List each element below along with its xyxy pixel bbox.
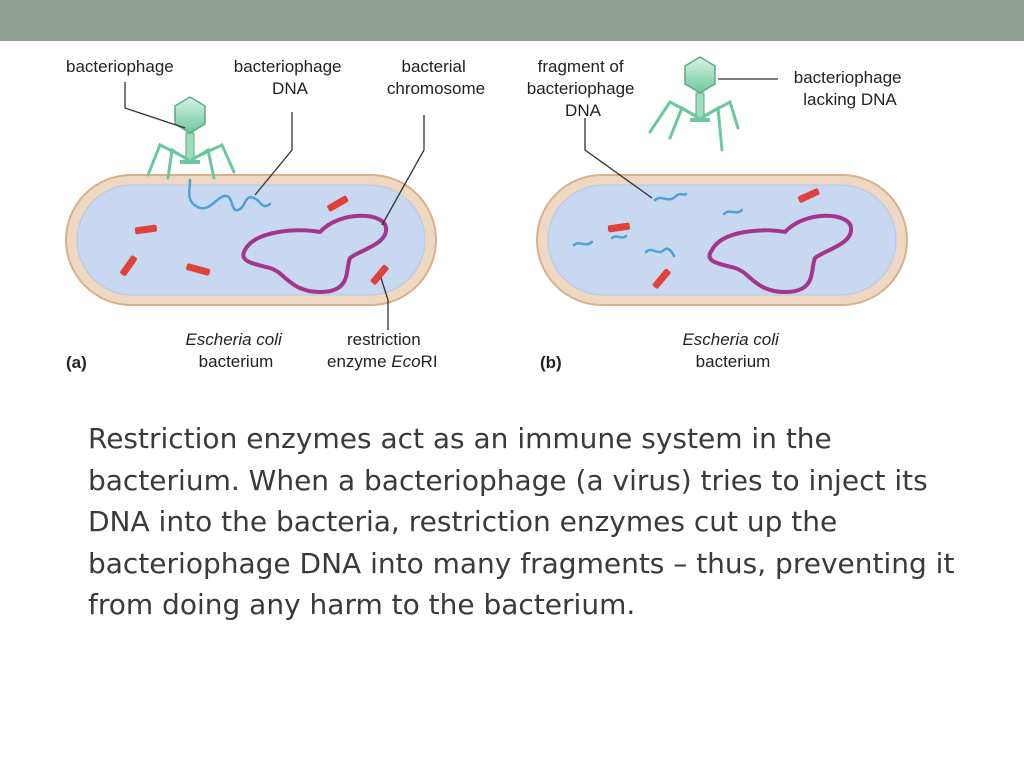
restriction-enzyme-diagram: bacteriophage bacteriophage DNA bacteria… [65,56,908,372]
label-escheria-coli-b: Escheria coli bacterium [682,330,783,371]
panel-b: fragment of bacteriophage DNA bacterioph… [527,56,908,372]
bacterial-chromosome-a [241,213,388,294]
bacterial-chromosome-b [707,213,853,294]
label-bacteriophage-a: bacteriophage [66,57,174,76]
caption-paragraph: Restriction enzymes act as an immune sys… [88,422,955,621]
label-bacteriophage-lacking-dna: bacteriophage lacking DNA [794,68,907,109]
panel-letter-a: (a) [66,353,87,372]
bacteriophage-dna-fragments [572,192,744,258]
label-bacterial-chromosome: bacterial chromosome [387,57,485,98]
bacteriophage-dna-a [188,178,272,212]
restriction-enzymes-b [607,188,820,289]
label-fragment-of-dna: fragment of bacteriophage DNA [527,57,640,120]
bacteriophage-lacking-dna [648,56,740,152]
restriction-enzymes-a [120,195,389,285]
panel-letter-b: (b) [540,353,562,372]
bacteriophage-a [146,96,236,180]
label-escheria-coli-a: Escheria coli bacterium [185,330,286,371]
header-bar [0,0,1024,41]
label-restriction-enzyme: restriction enzyme EcoRI [327,330,438,371]
panel-a: bacteriophage bacteriophage DNA bacteria… [65,57,485,372]
label-bacteriophage-dna: bacteriophage DNA [234,57,347,98]
